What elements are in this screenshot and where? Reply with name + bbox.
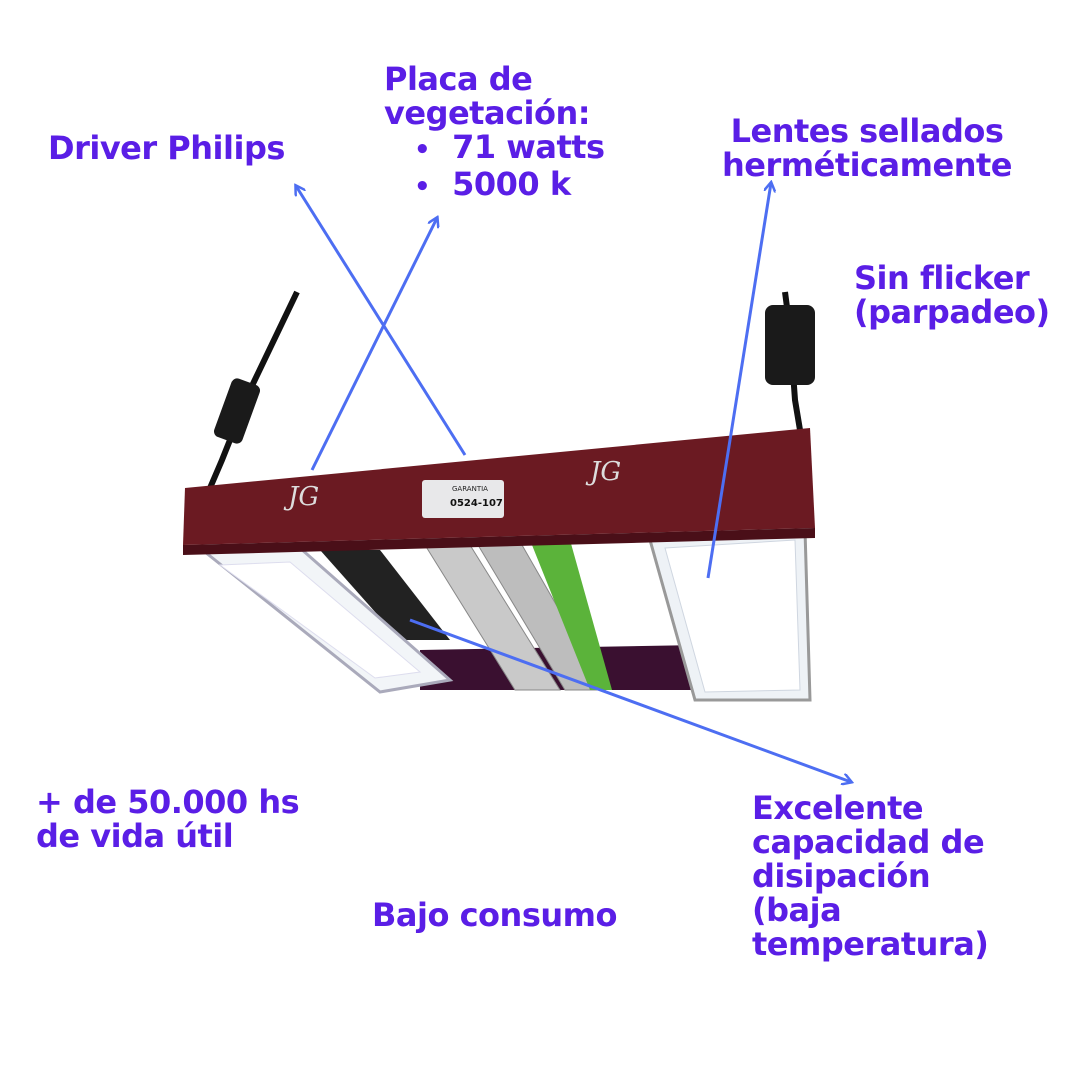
arrow-placa: [310, 218, 437, 471]
spec-color-temp: 5000 k: [414, 167, 605, 204]
label-placa: Placa de vegetación: 71 watts 5000 k: [384, 62, 605, 204]
sticker-code: 0524-107: [450, 498, 503, 509]
vida-line1: + de 50.000 hs: [36, 783, 300, 821]
sticker-title: GARANTIA: [452, 485, 488, 493]
left-lens: [218, 561, 422, 679]
vida-line2: de vida útil: [36, 817, 234, 855]
disipacion-line5: temperatura): [752, 925, 989, 963]
frame-edge: [183, 528, 815, 555]
right-hanger-clip: [765, 305, 815, 385]
lentes-line2: herméticamente: [722, 146, 1012, 184]
placa-title-line1: Placa de: [384, 60, 533, 98]
placa-title-line2: vegetación:: [384, 94, 591, 132]
arrow-lentes: [706, 183, 771, 579]
spec-watts: 71 watts: [414, 130, 605, 167]
left-hanger-clip: [213, 378, 261, 444]
flicker-line2: (parpadeo): [854, 293, 1050, 331]
disipacion-line2: capacidad de: [752, 823, 985, 861]
brand-mark-right: JG: [585, 457, 621, 487]
label-vida-util: + de 50.000 hs de vida útil: [36, 783, 300, 855]
warranty-sticker: GARANTIA 0524-107: [422, 480, 504, 518]
heatsink: [320, 550, 450, 640]
flicker-line1: Sin flicker: [854, 259, 1030, 297]
arrow-driver: [296, 186, 467, 456]
brand-mark-left: JG: [283, 482, 319, 512]
label-flicker: Sin flicker (parpadeo): [854, 261, 1050, 329]
label-bajo-consumo: Bajo consumo: [372, 896, 617, 934]
disipacion-line3: disipación: [752, 857, 931, 895]
arrow-disipacion: [409, 618, 851, 782]
disipacion-line4: (baja: [752, 891, 842, 929]
lentes-line1: Lentes sellados: [730, 112, 1004, 150]
label-disipacion: Excelente capacidad de disipación (baja …: [752, 789, 989, 963]
placa-specs-list: 71 watts 5000 k: [384, 130, 605, 204]
disipacion-line1: Excelente: [752, 789, 924, 827]
green-strip: [530, 540, 612, 690]
label-lentes: Lentes sellados herméticamente: [722, 114, 1012, 182]
right-lens: [664, 539, 801, 693]
label-driver: Driver Philips: [48, 129, 285, 167]
